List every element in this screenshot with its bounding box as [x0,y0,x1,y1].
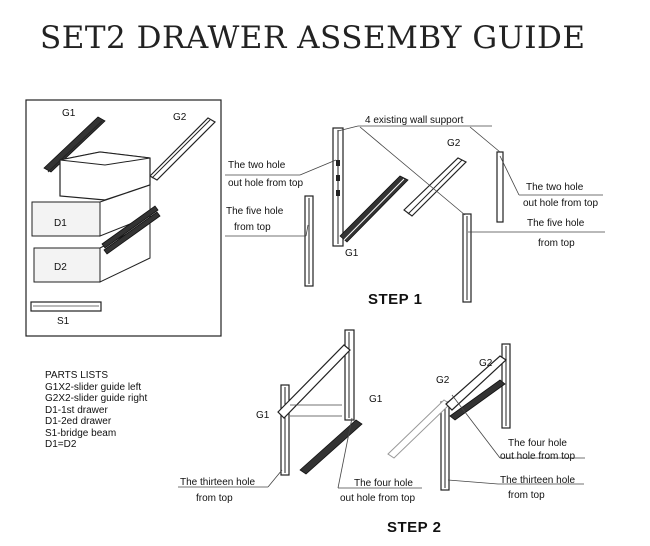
parts-box-frame [25,99,222,337]
step1-right-five-hole-line1: The five hole [527,218,585,229]
page-title: SET2 DRAWER ASSEMBY GUIDE [40,20,586,56]
parts-list-item: G1X2-slider guide left [45,381,142,393]
step1-left-two-hole-line2: out hole from top [228,178,304,189]
part-label-d1: D1 [54,218,67,229]
step2-four-mid-line1: The four hole [354,478,413,489]
step1-leader-lines [225,125,605,237]
step1-label: STEP 1 [368,291,423,308]
step1-support-g1 [332,127,344,247]
step1-left-five-hole-line2: from top [234,222,271,233]
step2-thirteen-right-line1: The thirteen hole [500,475,576,486]
step1-right-two-hole-line1: The two hole [526,182,584,193]
step2-thirteen-left-line2: from top [196,493,233,504]
parts-list-heading: PARTS LISTS [45,370,108,381]
step1-g1-label: G1 [345,248,359,259]
step2-leader-lines [178,394,585,489]
parts-list-item: D1=D2 [45,439,77,450]
drawer-d2-part [33,205,161,283]
step1-g1-rail [339,175,409,243]
step1-right-two-hole-line2: out hole from top [523,198,599,209]
drawer-d1-part [31,151,151,237]
part-label-d2: D2 [54,262,67,273]
step2-four-mid-line2: out hole from top [340,493,416,504]
step1-g2-rail [403,157,468,217]
parts-list-item: G2X2-slider guide right [45,393,148,404]
step2-four-right-line1: The four hole [508,438,567,449]
step2-g2-b-label: G2 [479,358,493,369]
s1-bridge-beam-part [30,301,102,312]
step2-g1-mid-label: G1 [369,394,383,405]
step2-label: STEP 2 [387,519,442,536]
g2-rail-part [149,117,216,181]
step2-left-assembly [277,329,363,476]
part-label-g2: G2 [173,112,187,123]
step2-thirteen-right-line2: from top [508,490,545,501]
parts-list-item: D1-1st drawer [45,404,108,416]
step1-left-two-hole-line1: The two hole [228,160,286,171]
parts-list-item: S1-bridge beam [45,427,117,439]
step1-support-right-b [462,213,472,303]
step2-g1-left-label: G1 [256,410,270,421]
step2-four-right-line2: out hole from top [500,451,576,462]
part-label-s1: S1 [57,316,70,327]
g1-rail-part [43,116,106,173]
part-label-g1: G1 [62,108,76,119]
step1-support-right-a [496,151,504,223]
step1-g2-label: G2 [447,138,461,149]
step1-right-five-hole-line2: from top [538,238,575,249]
step1-left-five-hole-line1: The five hole [226,206,284,217]
parts-list-item: D1-2ed drawer [45,416,112,427]
step2-g2-a-label: G2 [436,375,450,386]
step1-wall-support-label: 4 existing wall support [365,115,464,126]
parts-list: PARTS LISTS G1X2-slider guide left G2X2-… [45,370,147,451]
step1-support-left [304,195,314,287]
step2-thirteen-left-line1: The thirteen hole [180,477,256,488]
